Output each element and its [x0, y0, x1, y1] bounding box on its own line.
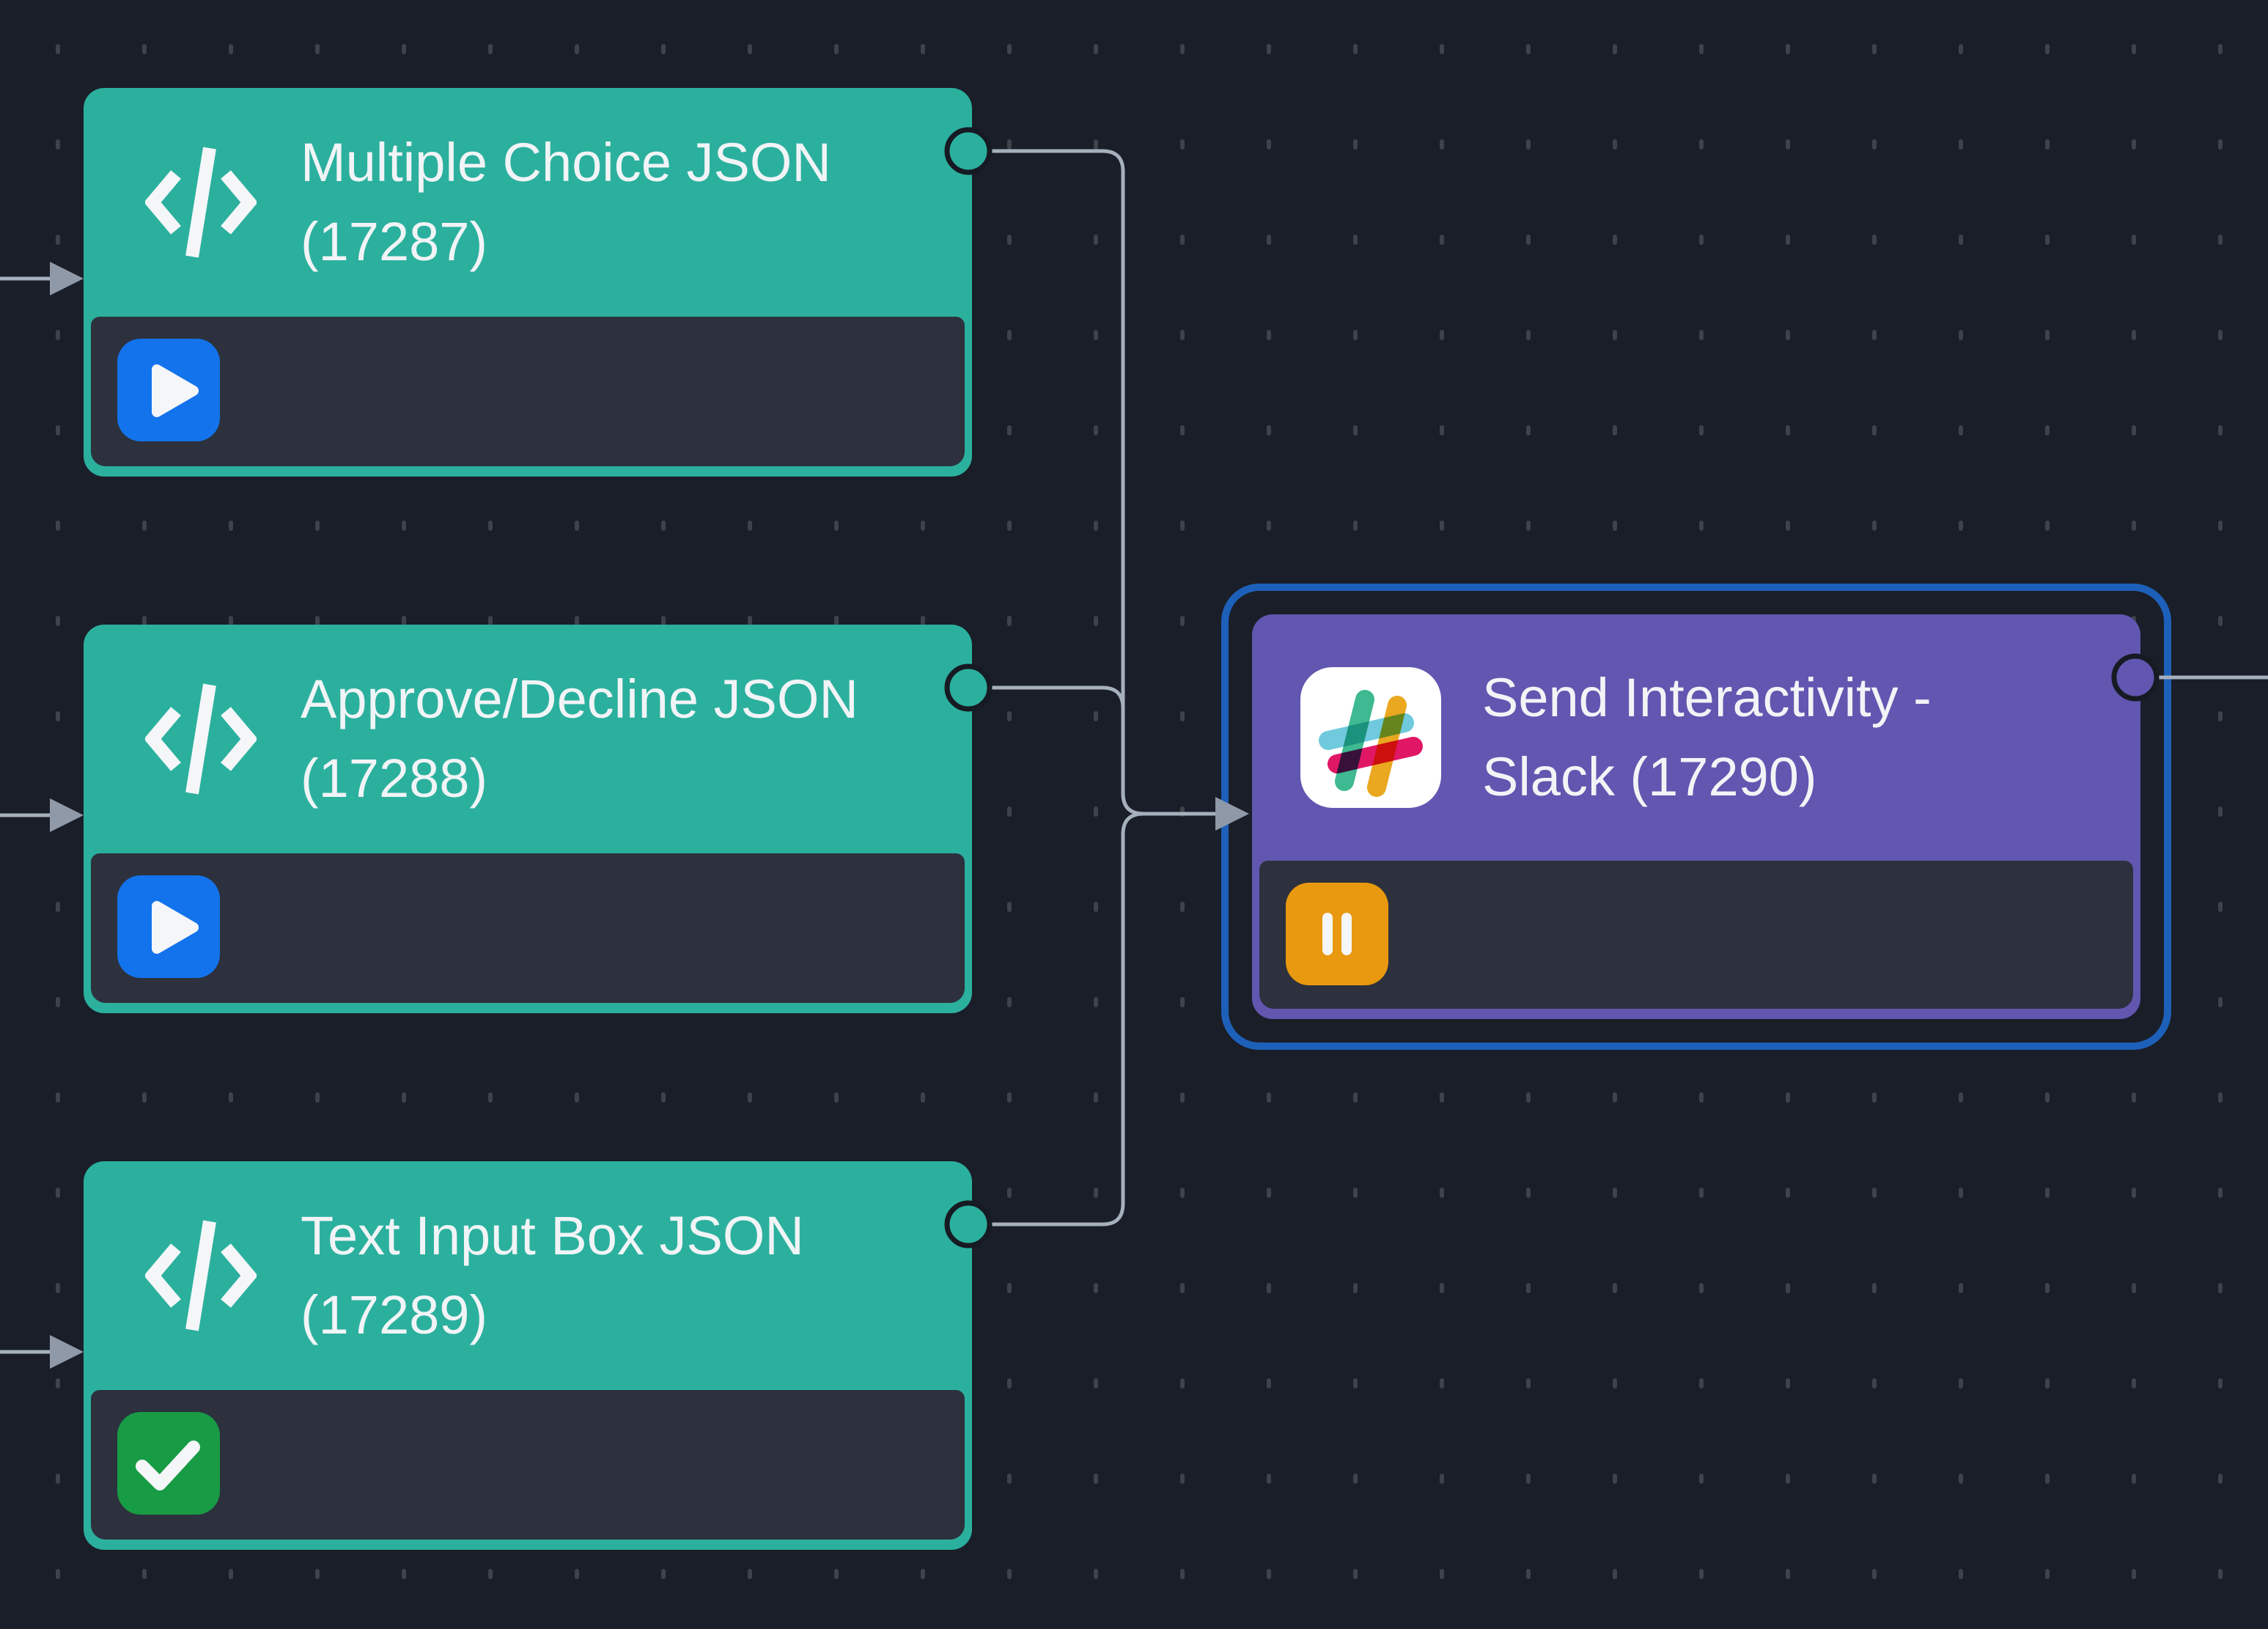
success-status-button[interactable] [117, 1412, 220, 1515]
node-title: Multiple Choice JSON (17287) [301, 132, 831, 272]
node-header: Multiple Choice JSON (17287) [84, 88, 972, 317]
code-icon [145, 147, 257, 258]
run-status-button[interactable] [117, 339, 220, 441]
run-status-button[interactable] [117, 875, 220, 978]
code-icon [145, 1220, 257, 1331]
pause-status-button[interactable] [1286, 883, 1388, 985]
node-send-interactivity-slack[interactable]: Send Interactivity - Slack (17290) [1221, 584, 2171, 1050]
node-header: Approve/Decline JSON (17288) [84, 625, 972, 853]
node-status-bar [91, 1390, 965, 1540]
check-icon [136, 1441, 200, 1490]
node-header: Send Interactivity - Slack (17290) [1252, 614, 2140, 861]
node-text-input-box-json[interactable]: Text Input Box JSON (17289) [84, 1161, 972, 1550]
play-icon [152, 364, 199, 417]
node-multiple-choice-json[interactable]: Multiple Choice JSON (17287) [84, 88, 972, 477]
node-header: Text Input Box JSON (17289) [84, 1161, 972, 1390]
pause-icon [1322, 913, 1352, 955]
node-approve-decline-json[interactable]: Approve/Decline JSON (17288) [84, 625, 972, 1013]
play-icon [152, 901, 199, 954]
node-status-bar [91, 317, 965, 466]
node-status-bar [91, 853, 965, 1003]
node-status-bar [1259, 861, 2133, 1009]
node-title: Text Input Box JSON (17289) [301, 1205, 804, 1345]
slack-icon [1300, 667, 1441, 808]
node-title: Approve/Decline JSON (17288) [301, 669, 858, 809]
code-icon [145, 683, 257, 795]
node-title: Send Interactivity - Slack (17290) [1482, 667, 1932, 807]
